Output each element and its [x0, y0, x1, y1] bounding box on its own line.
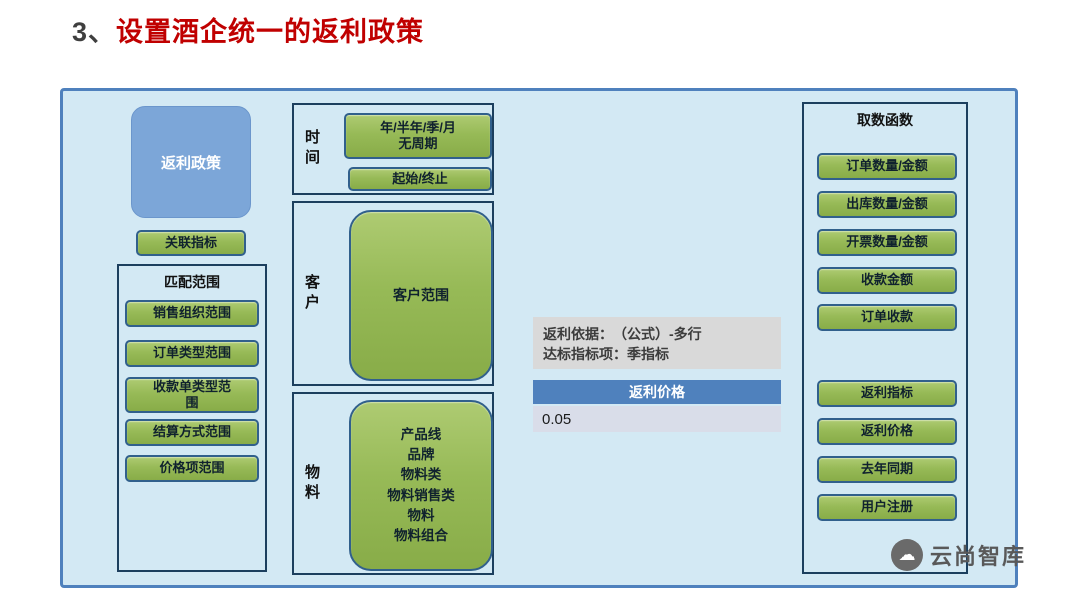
title-text: 设置酒企统一的返利政策 [116, 17, 425, 47]
function-last-year-same-period: 去年同期 [817, 456, 957, 483]
policy-node: 返利政策 [131, 106, 251, 218]
brand-logo-text: 云尚智库 [930, 544, 1027, 569]
match-scope-title: 匹配范围 [164, 274, 220, 290]
material-group-box: 物料 产品线 品牌 物料类 物料销售类 物料 物料组合 [292, 392, 494, 575]
page-title: 3、设置酒企统一的返利政策 [72, 10, 424, 49]
rebate-basis-line: 返利依据： （公式）-多行 [543, 326, 702, 342]
customer-group-label: 客户 [303, 273, 320, 314]
function-order-qty-amount: 订单数量/金额 [817, 153, 957, 180]
function-order-receipt: 订单收款 [817, 304, 957, 331]
material-group-label: 物料 [303, 463, 320, 504]
rebate-basis-info: 返利依据： （公式）-多行 达标指标项：季指标 [533, 317, 781, 369]
functions-panel-title: 取数函数 [857, 112, 913, 128]
brand-logo: ☁ 云尚智库 [891, 539, 1026, 571]
functions-panel: 取数函数 订单数量/金额 出库数量/金额 开票数量/金额 收款金额 订单收款 返… [802, 102, 968, 574]
diagram-panel: 返利政策 关联指标 匹配范围 销售组织范围 订单类型范围 收款单类型范 围 结算… [60, 88, 1018, 588]
match-scope-box: 匹配范围 [117, 264, 267, 572]
match-scope-item-receipt-type: 收款单类型范 围 [125, 377, 259, 413]
linked-indicator-button: 关联指标 [136, 230, 246, 256]
rebate-target-line: 达标指标项：季指标 [543, 346, 669, 363]
function-receipt-amount: 收款金额 [817, 267, 957, 294]
match-scope-item-settlement: 结算方式范围 [125, 419, 259, 446]
rebate-price-value: 0.05 [533, 406, 781, 432]
time-cycle-button: 年/半年/季/月 无周期 [344, 113, 492, 159]
function-rebate-price: 返利价格 [817, 418, 957, 445]
rebate-price-header: 返利价格 [533, 380, 781, 404]
material-scope-node: 产品线 品牌 物料类 物料销售类 物料 物料组合 [349, 400, 493, 571]
time-range-button: 起始/终止 [348, 167, 492, 191]
function-user-register: 用户注册 [817, 494, 957, 521]
function-invoice-qty-amount: 开票数量/金额 [817, 229, 957, 256]
title-number: 3、 [72, 17, 117, 47]
match-scope-item-price-item: 价格项范围 [125, 455, 259, 482]
match-scope-item-order-type: 订单类型范围 [125, 340, 259, 367]
customer-group-box: 客户 客户范围 [292, 201, 494, 386]
customer-scope-node: 客户范围 [349, 210, 493, 381]
match-scope-item-sales-org: 销售组织范围 [125, 300, 259, 327]
function-rebate-indicator: 返利指标 [817, 380, 957, 407]
function-outbound-qty-amount: 出库数量/金额 [817, 191, 957, 218]
cloud-icon: ☁ [891, 539, 923, 571]
time-group-box: 时间 年/半年/季/月 无周期 起始/终止 [292, 103, 494, 195]
time-group-label: 时间 [303, 129, 320, 169]
